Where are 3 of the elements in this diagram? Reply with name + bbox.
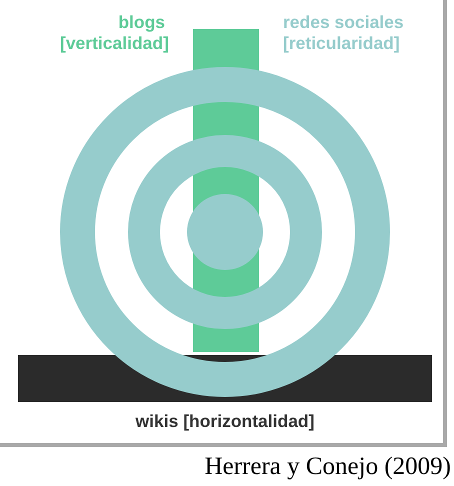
node-label: wikis [horizontalidad] xyxy=(134,411,316,432)
caption: Herrera y Conejo (2009) xyxy=(204,452,451,482)
node-label: redes sociales [reticularidad] xyxy=(283,12,405,54)
